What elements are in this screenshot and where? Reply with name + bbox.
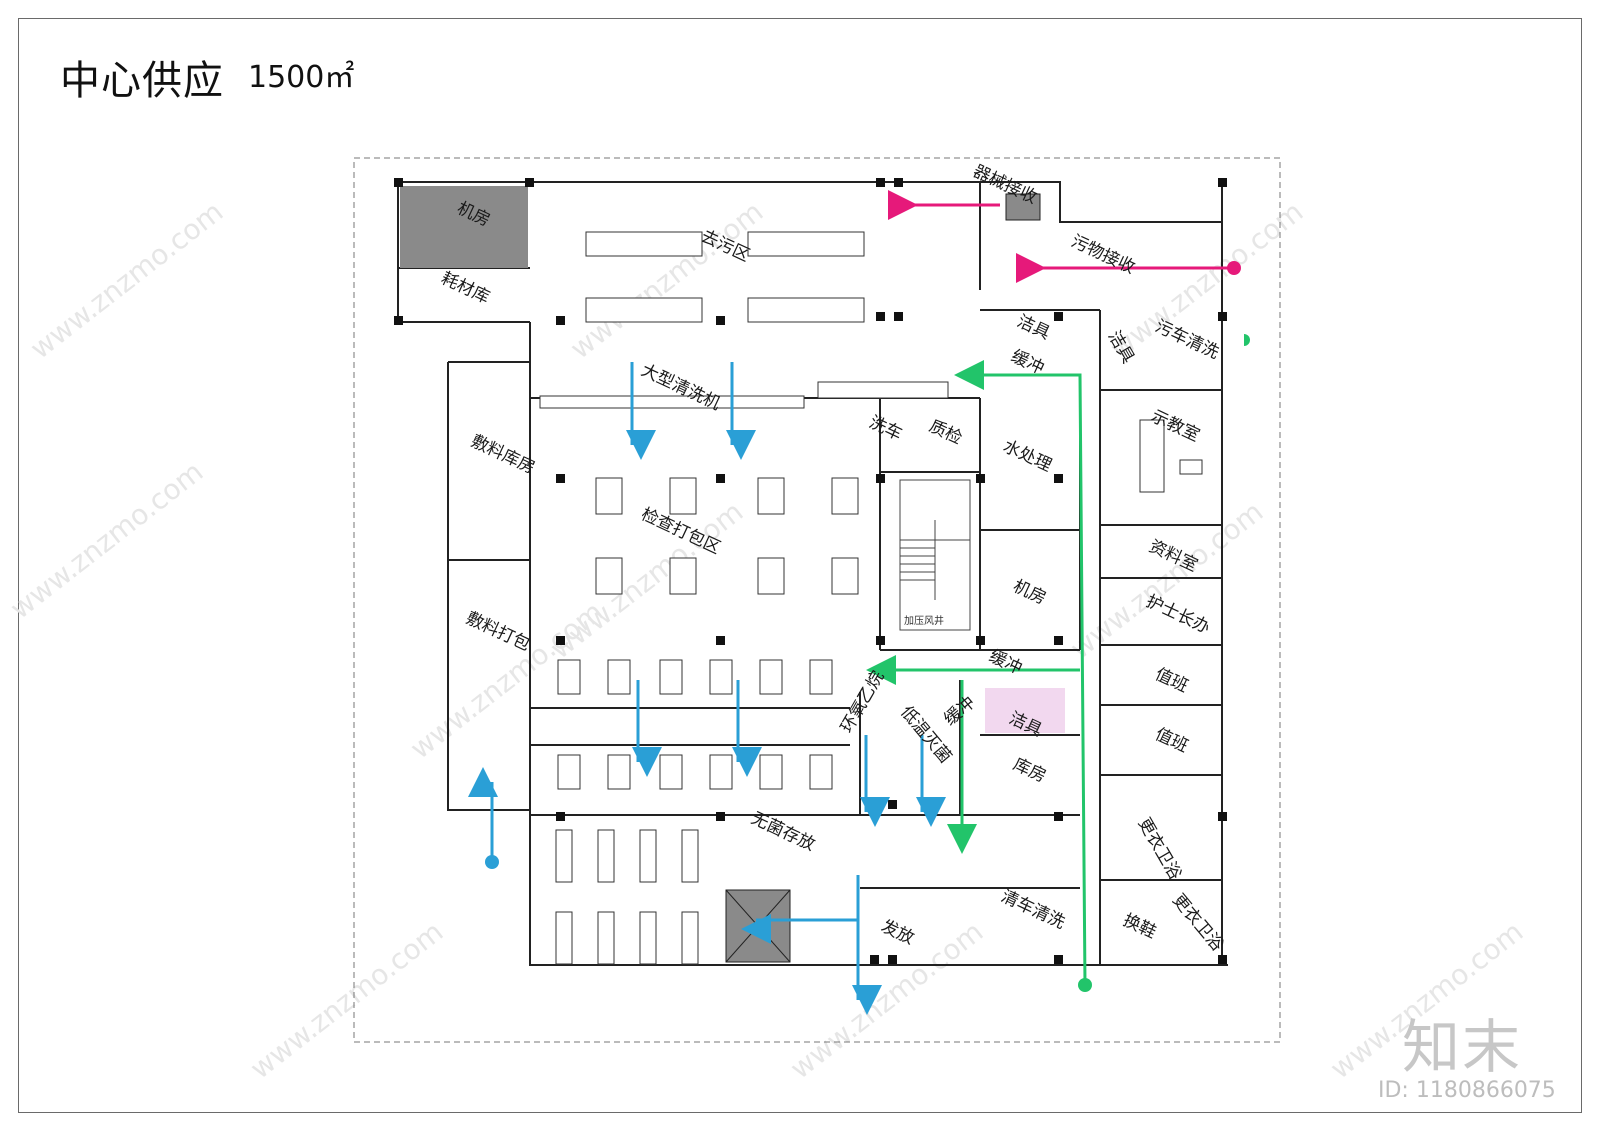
- room-label-buffer-2: 缓冲: [986, 646, 1025, 678]
- watermark-text: www.znzmo.com: [24, 195, 229, 366]
- room-label-shoe-change: 换鞋: [1120, 910, 1159, 942]
- page-title: 中心供应: [60, 58, 224, 104]
- watermark-text: www.znzmo.com: [564, 195, 769, 366]
- cleaning-room-fill: [985, 688, 1065, 733]
- room-label-locker-2: 更衣卫浴: [1168, 890, 1227, 955]
- room-label-locker-1: 更衣卫浴: [1134, 815, 1185, 884]
- room-label-qc: 质检: [926, 416, 965, 448]
- room-label-dispatch: 发放: [878, 916, 917, 948]
- room-label-consumables: 耗材库: [438, 268, 493, 308]
- area-label: 1500㎡: [248, 60, 355, 95]
- room-label-buffer-3: 缓冲: [940, 693, 979, 730]
- sterile-flow-arrows: [468, 362, 946, 1015]
- room-label-head-nurse: 护士长办: [1143, 591, 1213, 638]
- room-label-machine-room-2: 机房: [1010, 576, 1049, 608]
- room-label-water-treatment: 水处理: [1000, 436, 1055, 476]
- room-label-on-duty-1: 值班: [1152, 664, 1191, 696]
- machine-room-fill: [400, 186, 528, 268]
- room-label-dressing-store: 敷料库房: [468, 431, 538, 478]
- watermark-brand: 知末: [1402, 1013, 1523, 1081]
- staff-flow-arrows: [866, 334, 1250, 992]
- room-label-cart-wash: 洗车: [866, 412, 905, 444]
- room-label-pressurized-shaft: 加压风井: [904, 614, 944, 627]
- equipment: [539, 231, 1203, 965]
- drawing-frame: [18, 18, 1582, 1113]
- watermark-id: ID: 1180866075: [1378, 1078, 1556, 1103]
- site-boundary: [353, 157, 1281, 1043]
- room-label-on-duty-2: 值班: [1152, 724, 1191, 756]
- stairwell: [899, 479, 971, 631]
- room-label-cart-wash-dirty: 污车清洗: [1152, 316, 1222, 363]
- watermark-text: www.znzmo.com: [1064, 495, 1269, 666]
- watermark-text: www.znzmo.com: [4, 455, 209, 626]
- dirty-elevator: [1005, 193, 1041, 221]
- room-label-dressing-pack: 敷料打包: [463, 608, 533, 655]
- room-label-dirty-receive: 污物接收: [1068, 231, 1138, 278]
- room-label-eo-sterilize: 环氧乙烷: [837, 668, 888, 737]
- watermark-text: www.znzmo.com: [784, 915, 989, 1086]
- dirty-flow-arrows: [888, 190, 1241, 283]
- watermark-text: www.znzmo.com: [244, 915, 449, 1086]
- room-label-cleaning-tools-1: 洁具: [1014, 311, 1053, 343]
- room-label-cart-wash-clean: 清车清洗: [998, 886, 1068, 933]
- room-label-storage: 库房: [1010, 754, 1049, 786]
